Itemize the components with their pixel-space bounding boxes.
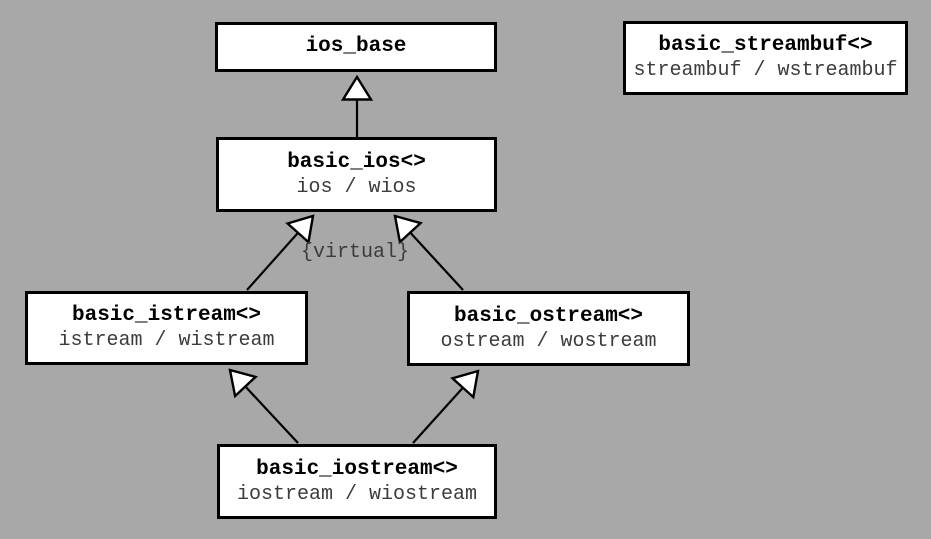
edge-basic_iostream-to-basic_ostream: [412, 369, 480, 444]
class-title-basic-ios: basic_ios<>: [287, 150, 426, 174]
edge-basic_istream-to-basic_ios: [246, 214, 315, 291]
class-title-ios-base: ios_base: [305, 35, 407, 58]
class-title-basic-streambuf: basic_streambuf<>: [658, 34, 873, 57]
class-typedefs-basic-iostream: iostream / wiostream: [236, 482, 478, 506]
class-typedefs-basic-streambuf: streambuf / wstreambuf: [633, 59, 898, 82]
class-box-basic-ios: basic_ios<> ios / wios: [216, 137, 497, 212]
class-title-basic-ostream: basic_ostream<>: [453, 304, 644, 328]
virtual-inheritance-label: {virtual}: [301, 241, 410, 264]
class-title-basic-iostream: basic_iostream<>: [256, 457, 458, 481]
class-box-basic-streambuf: basic_streambuf<> streambuf / wstreambuf: [623, 21, 908, 95]
class-typedefs-basic-ostream: ostream / wostream: [440, 329, 657, 353]
class-box-basic-istream: basic_istream<> istream / wistream: [25, 291, 308, 365]
class-box-basic-ostream: basic_ostream<> ostream / wostream: [407, 291, 690, 366]
class-box-basic-iostream: basic_iostream<> iostream / wiostream: [217, 444, 497, 519]
class-typedefs-basic-ios: ios / wios: [296, 175, 417, 199]
class-box-ios-base: ios_base: [215, 22, 497, 72]
edge-basic_iostream-to-basic_istream: [228, 368, 299, 444]
edge-basic_ostream-to-basic_ios: [393, 214, 464, 291]
class-typedefs-basic-istream: istream / wistream: [58, 329, 275, 352]
class-title-basic-istream: basic_istream<>: [71, 304, 262, 327]
